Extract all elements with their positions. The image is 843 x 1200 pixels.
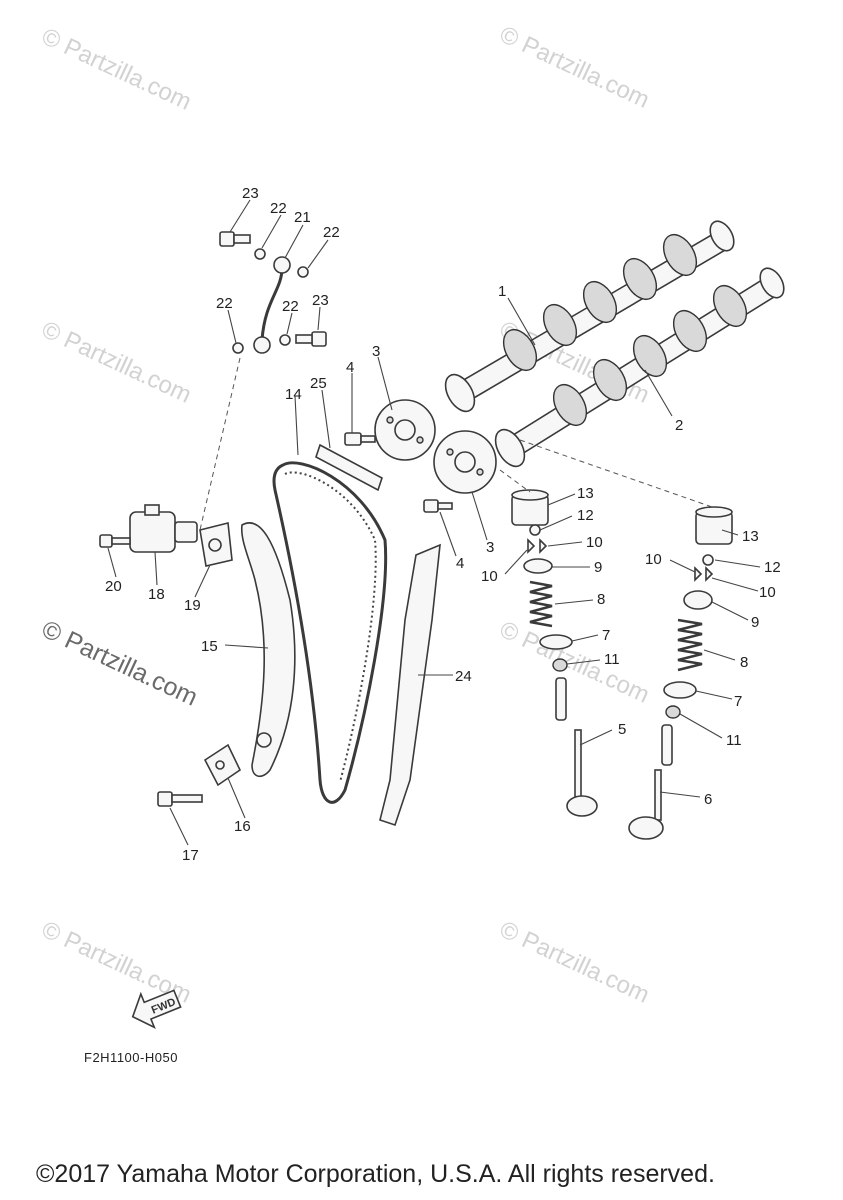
callout-12: 12 <box>764 559 781 576</box>
valve-cotters-exhaust[interactable] <box>694 566 714 582</box>
tensioner-gasket[interactable] <box>199 522 233 567</box>
callout-11: 11 <box>726 732 742 749</box>
valve-spring-intake[interactable] <box>529 580 553 628</box>
timing-chain[interactable] <box>272 461 388 804</box>
watermark: © Partzilla.com <box>37 316 195 409</box>
callout-5: 5 <box>618 721 626 738</box>
valve-shim-exhaust[interactable] <box>702 554 714 566</box>
valve-retainer-exhaust[interactable] <box>683 590 713 610</box>
callout-2: 2 <box>675 417 683 434</box>
camshaft-exhaust[interactable] <box>490 264 789 471</box>
callout-9: 9 <box>594 559 602 576</box>
watermark: © Partzilla.com <box>37 23 195 116</box>
sprocket-bolt[interactable] <box>423 499 453 513</box>
spring-seat-intake[interactable] <box>539 634 573 650</box>
chain-tensioner[interactable] <box>129 504 198 553</box>
leader-lines <box>107 199 761 846</box>
valve-stem-seal-intake[interactable] <box>552 658 568 672</box>
sprocket-bolt[interactable] <box>344 432 376 446</box>
callout-20: 20 <box>105 578 122 595</box>
diagram-code: F2H1100-H050 <box>84 1050 178 1065</box>
callout-15: 15 <box>201 638 218 655</box>
callout-3: 3 <box>372 343 380 360</box>
copper-washer[interactable] <box>279 334 291 346</box>
valve-lifter-exhaust[interactable] <box>695 506 733 545</box>
callout-23: 23 <box>242 185 259 202</box>
callout-24: 24 <box>455 668 472 685</box>
callout-4: 4 <box>456 555 464 572</box>
chain-guide-exhaust[interactable] <box>379 543 441 827</box>
callout-7: 7 <box>734 693 742 710</box>
valve-lifter-intake[interactable] <box>511 489 549 526</box>
intake-valve[interactable] <box>566 729 598 817</box>
callout-8: 8 <box>597 591 605 608</box>
callout-7: 7 <box>602 627 610 644</box>
valve-retainer-intake[interactable] <box>523 558 553 574</box>
fwd-arrow-icon: FWD <box>131 989 182 1030</box>
watermarks: © Partzilla.com © Partzilla.com © Partzi… <box>37 21 653 1009</box>
callout-3: 3 <box>486 539 494 556</box>
callout-11: 11 <box>604 651 620 668</box>
valve-guide-exhaust[interactable] <box>661 724 673 766</box>
valve-guide-intake[interactable] <box>555 677 567 721</box>
callout-13: 13 <box>577 485 594 502</box>
stopper-bolt[interactable] <box>157 791 203 807</box>
watermark: © Partzilla.com <box>37 615 202 712</box>
callout-22: 22 <box>216 295 233 312</box>
watermark: © Partzilla.com <box>495 21 653 114</box>
callout-1: 1 <box>498 283 506 300</box>
callout-13: 13 <box>742 528 759 545</box>
valve-spring-exhaust[interactable] <box>677 618 703 672</box>
chain-guide-top[interactable] <box>315 443 383 492</box>
watermark: © Partzilla.com <box>495 916 653 1009</box>
callout-9: 9 <box>751 614 759 631</box>
union-bolt[interactable] <box>295 331 327 347</box>
callout-8: 8 <box>740 654 748 671</box>
chain-tensioner-guide[interactable] <box>240 522 296 778</box>
callout-10: 10 <box>759 584 776 601</box>
callout-10: 10 <box>481 568 498 585</box>
union-bolt[interactable] <box>219 231 251 247</box>
callout-18: 18 <box>148 586 165 603</box>
callout-17: 17 <box>182 847 199 864</box>
guide-stopper[interactable] <box>203 743 242 787</box>
watermark: © Partzilla.com <box>495 616 653 709</box>
copyright-notice: ©2017 Yamaha Motor Corporation, U.S.A. A… <box>36 1160 715 1188</box>
callout-numbers: 1 2 3 3 4 4 5 6 7 7 8 8 9 9 10 10 10 10 … <box>105 185 781 864</box>
copper-washer[interactable] <box>297 266 309 278</box>
callout-25: 25 <box>310 375 327 392</box>
copper-washer[interactable] <box>254 248 266 260</box>
callout-10: 10 <box>586 534 603 551</box>
callout-19: 19 <box>184 597 201 614</box>
callout-6: 6 <box>704 791 712 808</box>
callout-22: 22 <box>323 224 340 241</box>
tensioner-bolt[interactable] <box>99 534 131 548</box>
callout-22: 22 <box>282 298 299 315</box>
callout-23: 23 <box>312 292 329 309</box>
camshaft-sprocket-intake[interactable] <box>374 399 436 461</box>
spring-seat-exhaust[interactable] <box>663 681 697 699</box>
camshaft-sprocket-exhaust[interactable] <box>433 430 497 494</box>
callout-12: 12 <box>577 507 594 524</box>
valve-cotters-intake[interactable] <box>527 538 548 554</box>
callout-10: 10 <box>645 551 662 568</box>
callout-16: 16 <box>234 818 251 835</box>
exhaust-valve[interactable] <box>628 769 664 840</box>
copper-washer[interactable] <box>232 342 244 354</box>
valve-shim-intake[interactable] <box>529 524 541 536</box>
camshaft-intake[interactable] <box>440 217 739 416</box>
valve-stem-seal-exhaust[interactable] <box>665 705 681 719</box>
oil-pipe[interactable] <box>253 256 291 354</box>
callout-22: 22 <box>270 200 287 217</box>
callout-14: 14 <box>285 386 302 403</box>
callout-4: 4 <box>346 359 354 376</box>
callout-21: 21 <box>294 209 311 226</box>
